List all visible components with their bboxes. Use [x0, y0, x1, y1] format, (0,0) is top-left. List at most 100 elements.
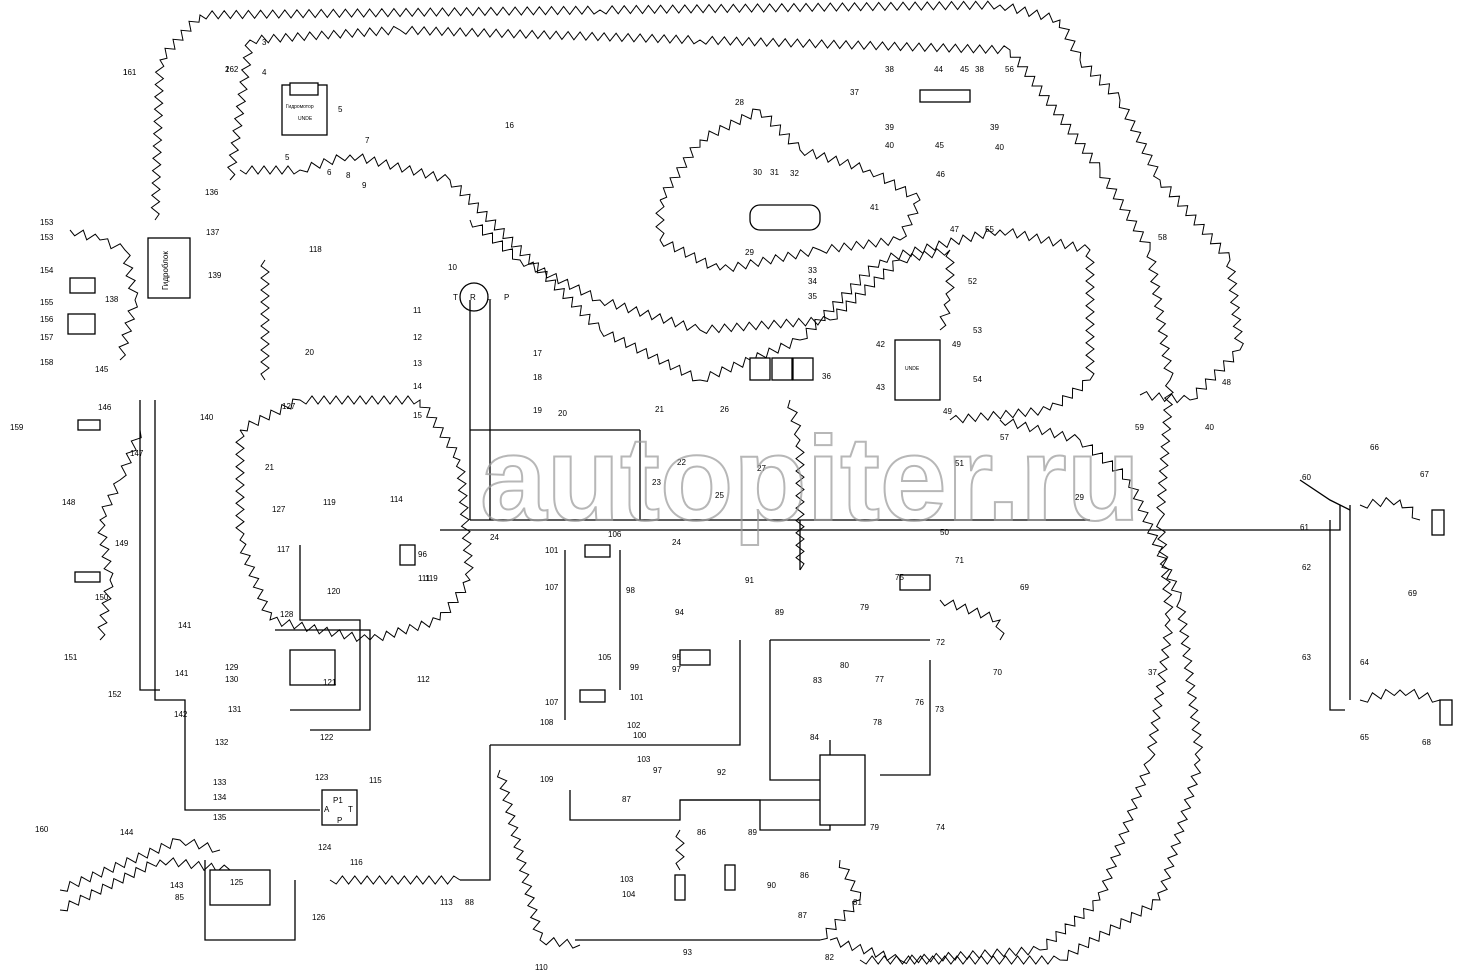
- hose: [260, 259, 270, 381]
- callout-label: 101: [630, 693, 644, 702]
- callout-label: 103: [620, 875, 634, 884]
- callout-label: 39: [885, 123, 894, 132]
- callout-label: 119: [425, 574, 438, 583]
- pipeline: [139, 400, 160, 691]
- callout-label: 69: [1020, 583, 1029, 592]
- callout-label: 45: [935, 141, 944, 150]
- callout-label: 140: [200, 413, 214, 422]
- callout-label: 134: [213, 793, 227, 802]
- callout-label: 21: [265, 463, 274, 472]
- hose: [235, 395, 474, 643]
- hose: [97, 429, 142, 641]
- pipeline: [204, 860, 296, 941]
- callout-label: 76: [915, 698, 924, 707]
- callout-label: 101: [545, 546, 559, 555]
- callout-label: 119: [323, 498, 336, 507]
- callout-label: 141: [175, 669, 189, 678]
- valve-port-t: T: [348, 805, 353, 814]
- callout-label: 63: [1302, 653, 1311, 662]
- hoses: [59, 0, 1441, 965]
- callout-label: 142: [174, 710, 188, 719]
- callout-label: 8: [346, 171, 351, 180]
- callout-label: 132: [215, 738, 229, 747]
- callout-label: 144: [120, 828, 134, 837]
- callout-label: 124: [318, 843, 332, 852]
- component: [209, 869, 271, 906]
- callout-label: 47: [950, 225, 959, 234]
- callout-label: 126: [312, 913, 326, 922]
- callout-label: 95: [672, 653, 681, 662]
- callout-label: 153: [40, 218, 54, 227]
- callout-label: 43: [876, 383, 885, 392]
- callout-label: 94: [675, 608, 684, 617]
- callout-label: 106: [608, 530, 622, 539]
- callout-label: 82: [825, 953, 834, 962]
- callout-label: 11: [413, 306, 422, 315]
- hydro-motor: Гидромотор UNDE: [281, 82, 328, 136]
- callout-label: 40: [885, 141, 894, 150]
- pipeline: [1299, 479, 1351, 511]
- callout-label: 23: [652, 478, 661, 487]
- callout-label: 79: [860, 603, 869, 612]
- callout-label: 60: [1302, 473, 1311, 482]
- callout-label: 73: [935, 705, 944, 714]
- hose: [239, 153, 1095, 424]
- callout-label: 109: [540, 775, 554, 784]
- hose: [859, 418, 1204, 965]
- component: [749, 204, 821, 231]
- callout-label: 46: [936, 170, 945, 179]
- callout-label: 32: [790, 169, 799, 178]
- component: [674, 874, 686, 901]
- callout-label: 5: [338, 105, 343, 114]
- callout-label: 49: [952, 340, 961, 349]
- component: [289, 649, 336, 686]
- callout-label: 69: [1408, 589, 1417, 598]
- callout-label: 87: [798, 911, 807, 920]
- callout-label: 38: [975, 65, 984, 74]
- hose: [329, 875, 461, 885]
- callout-label: 38: [885, 65, 894, 74]
- pipeline: [490, 640, 741, 746]
- callout-label: 107: [545, 583, 559, 592]
- callout-label: 150: [95, 593, 109, 602]
- pipeline: [290, 545, 361, 711]
- callout-label: 97: [653, 766, 662, 775]
- callout-label: 52: [968, 277, 977, 286]
- callout-label: 96: [418, 550, 427, 559]
- callout-label: 107: [545, 698, 559, 707]
- callout-label: 158: [40, 358, 54, 367]
- component: [679, 649, 711, 666]
- callout-label: 141: [178, 621, 192, 630]
- component: [74, 571, 101, 583]
- component: [1439, 699, 1453, 726]
- pipeline: [440, 505, 1341, 531]
- hose: [226, 25, 1174, 965]
- callout-label: 110: [535, 963, 548, 972]
- port-t: T: [453, 293, 458, 302]
- pipelines: [139, 300, 1351, 941]
- component: [792, 357, 814, 381]
- callout-label: 146: [98, 403, 112, 412]
- pipeline: [769, 640, 820, 781]
- callout-label: 20: [305, 348, 314, 357]
- callout-label: 125: [230, 878, 244, 887]
- callout-label: 53: [973, 326, 982, 335]
- callout-label: 91: [745, 576, 754, 585]
- callout-label: 138: [105, 295, 119, 304]
- control-valve: A P1 T P: [321, 789, 358, 826]
- callout-label: 26: [720, 405, 729, 414]
- motor-unit-label: UNDE: [298, 116, 313, 122]
- callout-label: 33: [808, 266, 817, 275]
- callout-label: 51: [955, 459, 964, 468]
- callout-label: 115: [369, 776, 382, 785]
- pump-unit: UNDE: [894, 339, 941, 401]
- callout-label: 84: [810, 733, 819, 742]
- component: [69, 277, 96, 294]
- hose: [655, 108, 921, 273]
- callout-label: 24: [490, 533, 499, 542]
- callout-label: 56: [1005, 65, 1014, 74]
- callout-label: 31: [770, 168, 779, 177]
- callout-label: 40: [995, 143, 1004, 152]
- callout-label: 148: [62, 498, 76, 507]
- callout-label: 40: [1205, 423, 1214, 432]
